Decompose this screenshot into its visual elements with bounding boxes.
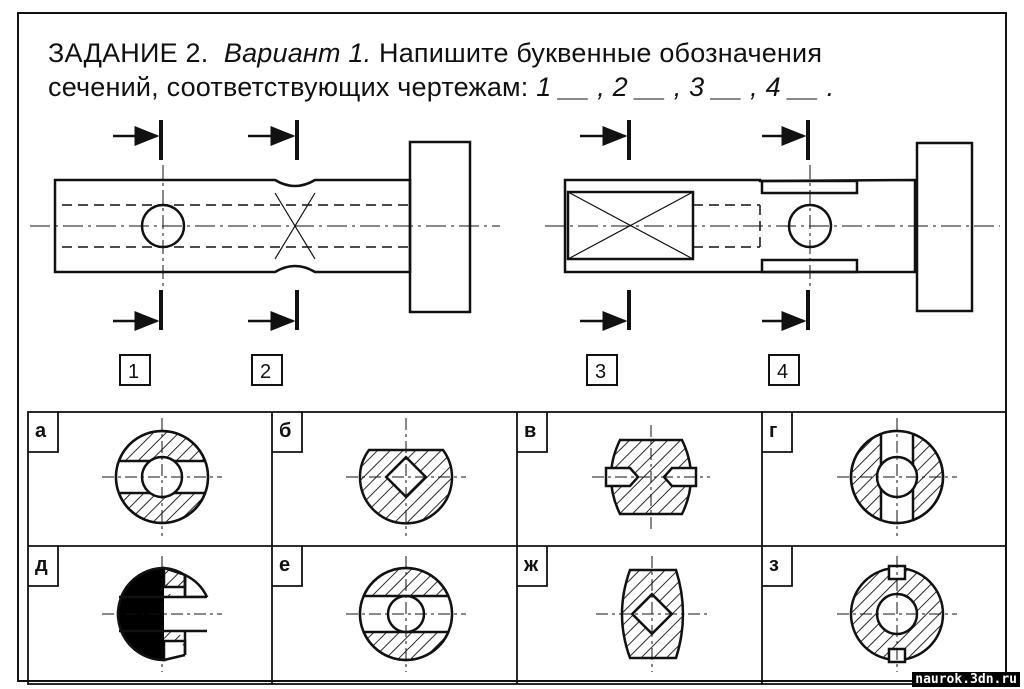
drawing-label-1: 1 [119, 354, 151, 386]
drawing-label-3: 3 [586, 354, 618, 386]
section-e [346, 556, 466, 672]
watermark: naurok.3dn.ru [912, 672, 1020, 687]
options-grid [27, 411, 1007, 685]
option-label-e: е [272, 546, 303, 587]
svg-text:е: е [279, 554, 290, 576]
option-label-v: в [517, 412, 548, 453]
svg-text:4: 4 [777, 361, 788, 383]
task-heading: ЗАДАНИЕ 2. [48, 38, 209, 68]
svg-text:д: д [35, 554, 48, 576]
svg-text:г: г [769, 420, 777, 442]
section-d [102, 556, 222, 672]
svg-text:б: б [279, 420, 291, 442]
svg-text:3: 3 [595, 361, 606, 383]
task-answers: 1 __ , 2 __ , 3 __ , 4 __ . [536, 72, 835, 102]
option-label-z: з [762, 546, 793, 587]
section-zh [596, 556, 708, 672]
section-z [837, 556, 957, 672]
section-v [592, 425, 710, 530]
drawing-label-4: 4 [768, 354, 800, 386]
right-shaft-drawing [545, 141, 1000, 313]
task-text-line2: сечений, соответствующих чертежам: [48, 72, 529, 102]
section-g [837, 418, 957, 536]
option-label-d: д [28, 546, 59, 587]
section-b [346, 418, 466, 536]
svg-text:1: 1 [128, 361, 139, 383]
option-label-a: а [28, 412, 59, 453]
svg-text:в: в [524, 420, 536, 442]
task-variant: Вариант 1. [223, 38, 372, 68]
option-label-g: г [762, 412, 793, 453]
svg-text:ж: ж [523, 554, 539, 576]
worksheet-frame [17, 12, 1007, 682]
task-text: ЗАДАНИЕ 2. Вариант 1. Напишите буквенные… [48, 36, 988, 104]
section-marks-1 [113, 120, 299, 331]
drawing-label-2: 2 [251, 354, 283, 386]
svg-text:а: а [35, 420, 47, 442]
left-shaft-drawing [30, 140, 500, 314]
section-a [102, 418, 222, 536]
option-label-b: б [272, 412, 303, 453]
svg-text:з: з [769, 554, 779, 576]
task-text-line1: Напишите буквенные обозначения [379, 38, 823, 68]
svg-text:2: 2 [260, 361, 271, 383]
section-marks-2 [580, 120, 810, 331]
option-label-zh: ж [517, 546, 548, 587]
